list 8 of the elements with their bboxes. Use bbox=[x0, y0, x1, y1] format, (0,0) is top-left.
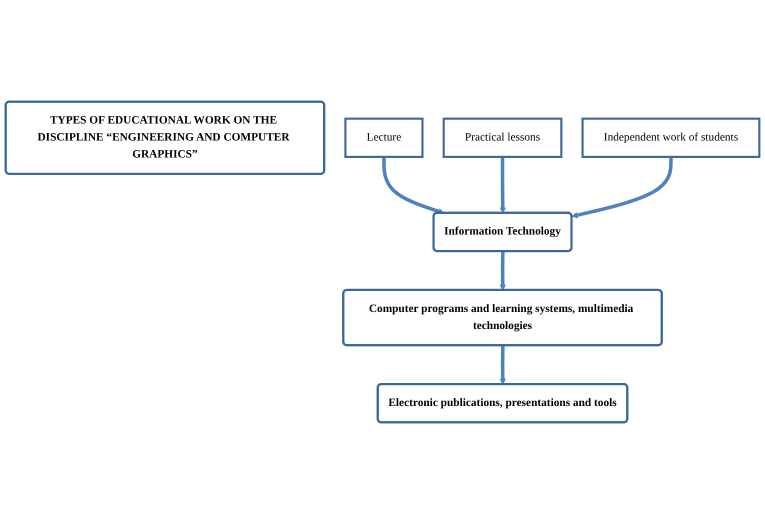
arrow bbox=[500, 156, 506, 214]
arrow bbox=[500, 251, 506, 291]
arrow bbox=[500, 345, 506, 385]
node-box: Independent work of students bbox=[582, 118, 760, 158]
arrow bbox=[382, 156, 444, 214]
node-box: Practical lessons bbox=[442, 118, 562, 158]
arrow bbox=[572, 156, 673, 218]
node-box: Lecture bbox=[344, 118, 424, 158]
